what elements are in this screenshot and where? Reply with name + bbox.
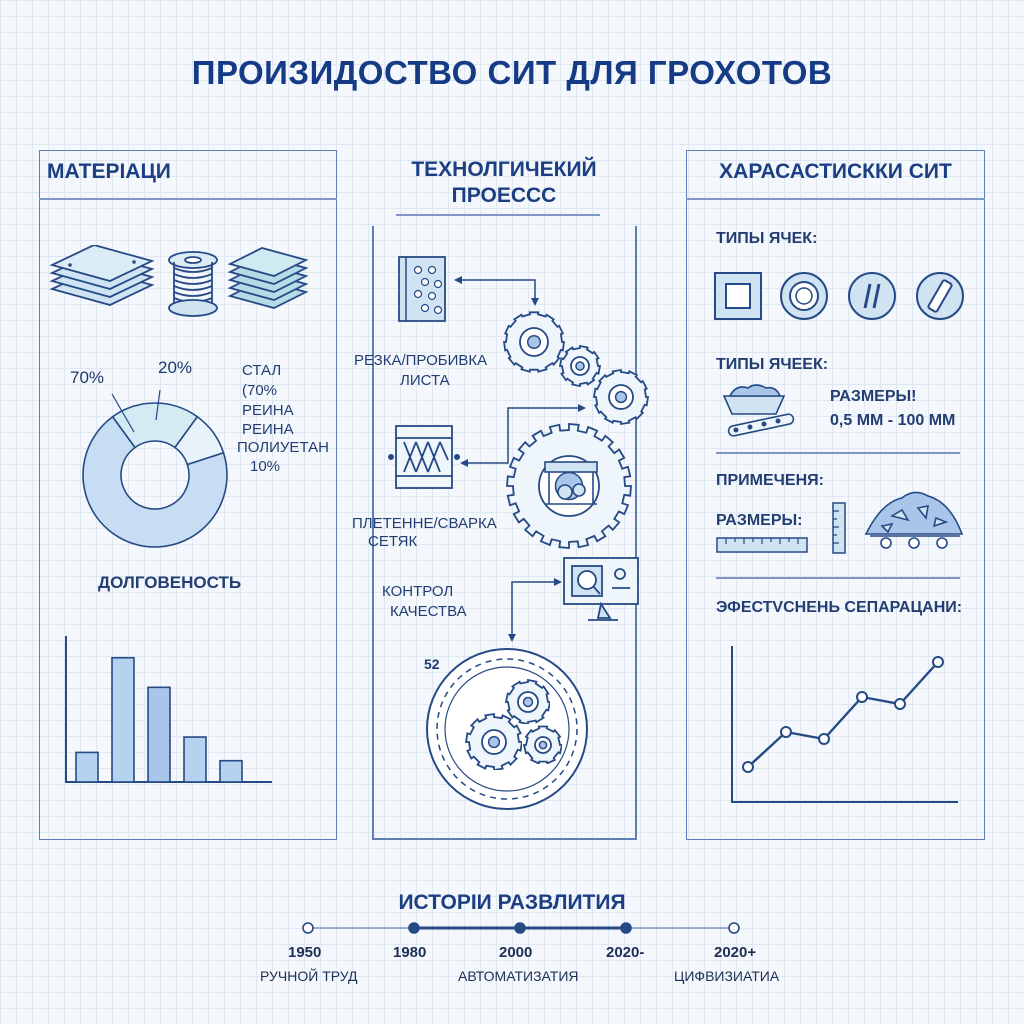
efficiency-point-2 (780, 726, 792, 738)
gear-small-icon (558, 344, 602, 388)
cell-types-label: ТИПЫ ЯЧЕК: (716, 230, 818, 247)
dial-gear-left-icon (464, 712, 522, 770)
efficiency-label: ЭФЕСТVСНЕНЬ СЕПАРАЦАНИ: (716, 599, 963, 616)
machine-in-gear-icon (544, 461, 598, 505)
ruler-vertical-icon (832, 502, 846, 554)
durability-bar-chart (65, 636, 272, 783)
punched-sheet-icon (398, 256, 446, 322)
slot-cell-icon (848, 272, 896, 320)
donut-slice-3 (173, 415, 225, 466)
timeline-heading: ИСТОРІИ РАЗВЛИТИЯ (398, 891, 626, 914)
characteristics-panel (686, 150, 985, 840)
timeline-year-1950: 1950 (288, 944, 322, 961)
divider-1 (716, 452, 960, 454)
ore-pile-cart-icon (864, 491, 964, 549)
process-heading-rule (396, 214, 600, 216)
bar-4 (183, 736, 207, 783)
quality-monitor-icon (563, 557, 639, 621)
wire-spool-icon (168, 251, 218, 317)
donut-label-20: 20% (158, 358, 193, 377)
page-title: ПРОИЗИДОСТВО СИТ ДЛЯ ГРОХОТОВ (191, 54, 833, 91)
donut-leader-lines (111, 389, 161, 433)
timeline-year-1980: 1980 (393, 944, 427, 961)
efficiency-point-5 (894, 698, 906, 710)
step3-label-line2: КАЧЕСТВА (390, 603, 467, 620)
materials-panel (39, 150, 337, 840)
legend-line-3: РЕИНА (242, 402, 294, 419)
efficiency-line-chart (731, 646, 958, 803)
round-cell-icon (780, 272, 828, 320)
timeline-year-2020-plus: 2020+ (714, 944, 757, 961)
legend-line-4: РЕИНА (242, 421, 294, 438)
long-slot-cell-icon (916, 272, 964, 320)
efficiency-series-line (747, 661, 939, 768)
characteristics-heading-rule (686, 198, 985, 200)
timeline-caption-automation: АВТОМАТИЗАТИЯ (458, 968, 579, 984)
bar-1 (75, 751, 99, 783)
timeline-node-2 (408, 922, 420, 934)
timeline-year-2020: 2020- (606, 944, 645, 961)
efficiency-point-4 (856, 691, 868, 703)
timeline-axis (302, 922, 740, 934)
timeline-year-2000: 2000 (499, 944, 533, 961)
donut-slice-1 (82, 415, 228, 548)
timeline-node-5 (728, 922, 740, 934)
timeline-node-1 (302, 922, 314, 934)
timeline-caption-digital: ЦИФВИЗИАТИА (674, 968, 780, 984)
process-bottom-border (372, 838, 636, 840)
process-right-border (635, 226, 637, 840)
cell-types-label-2: ТИПЫ ЯЧЕЕК: (716, 356, 829, 373)
ruler-horizontal-icon (716, 537, 808, 553)
legend-line-5: ПОЛИУЕТАН (237, 439, 329, 456)
legend-line-2: (70% (242, 382, 278, 399)
bar-5 (219, 759, 243, 783)
sizes-label: РАЗМЕРЫ! (830, 388, 917, 405)
line-chart-axis (731, 646, 958, 803)
divider-2 (716, 577, 960, 579)
dial-gear-top-icon (504, 678, 550, 724)
step1-label-line1: РЕЗКА/ПРОБИВКА (354, 352, 488, 369)
efficiency-point-1 (742, 761, 754, 773)
metal-sheets-icon (49, 245, 155, 306)
efficiency-point-6 (932, 656, 944, 668)
bar-3 (147, 686, 171, 783)
bar-2 (111, 656, 135, 783)
materials-heading-rule (39, 198, 337, 200)
process-arrows (454, 276, 586, 467)
step3-label-line1: КОНТРОЛ (382, 583, 454, 600)
process-heading-line1: ТЕХНОЛГИЧЕКИЙ (411, 158, 597, 181)
sizes-value: 0,5 ММ - 100 ММ (830, 412, 956, 429)
gear-icon (502, 311, 566, 373)
efficiency-point-3 (818, 733, 830, 745)
dial-gear-right-icon (522, 725, 562, 764)
legend-line-6: 10% (250, 458, 281, 475)
process-heading-line2: ПРОЕССС (451, 184, 557, 207)
timeline-caption-manual: РУЧНОЙ ТРУД (260, 968, 358, 984)
process-left-border (372, 226, 374, 840)
quality-arrows (508, 578, 562, 642)
legend-line-1: СТАЛ (242, 362, 282, 379)
weaving-machine-icon (388, 425, 460, 489)
square-cell-icon (714, 272, 762, 320)
application-label: ПРИМЕЧЕНЯ: (716, 472, 824, 489)
step2-label-line2: СЕТЯК (368, 533, 418, 550)
materials-heading: МАТЕРІАЦИ (47, 160, 171, 183)
timeline-node-4 (620, 922, 632, 934)
step2-label-line1: ПЛЕТЕННЕ/СВАРКА (352, 515, 497, 532)
polymer-sheets-icon (227, 247, 309, 309)
dial-label: 52 (424, 656, 440, 672)
conveyor-ore-icon (722, 384, 795, 437)
characteristics-heading: ХАРАСАСТИСККИ СИТ (719, 160, 952, 183)
timeline-node-3 (514, 922, 526, 934)
step1-label-line2: ЛИСТА (400, 372, 450, 389)
materials-donut-chart (82, 402, 228, 548)
sizes-label-2: РАЗМЕРЫ: (716, 512, 803, 529)
durability-label: ДОЛГОВЕНОСТЬ (98, 573, 242, 592)
gear-medium-icon (592, 368, 650, 426)
donut-label-70: 70% (70, 368, 105, 387)
